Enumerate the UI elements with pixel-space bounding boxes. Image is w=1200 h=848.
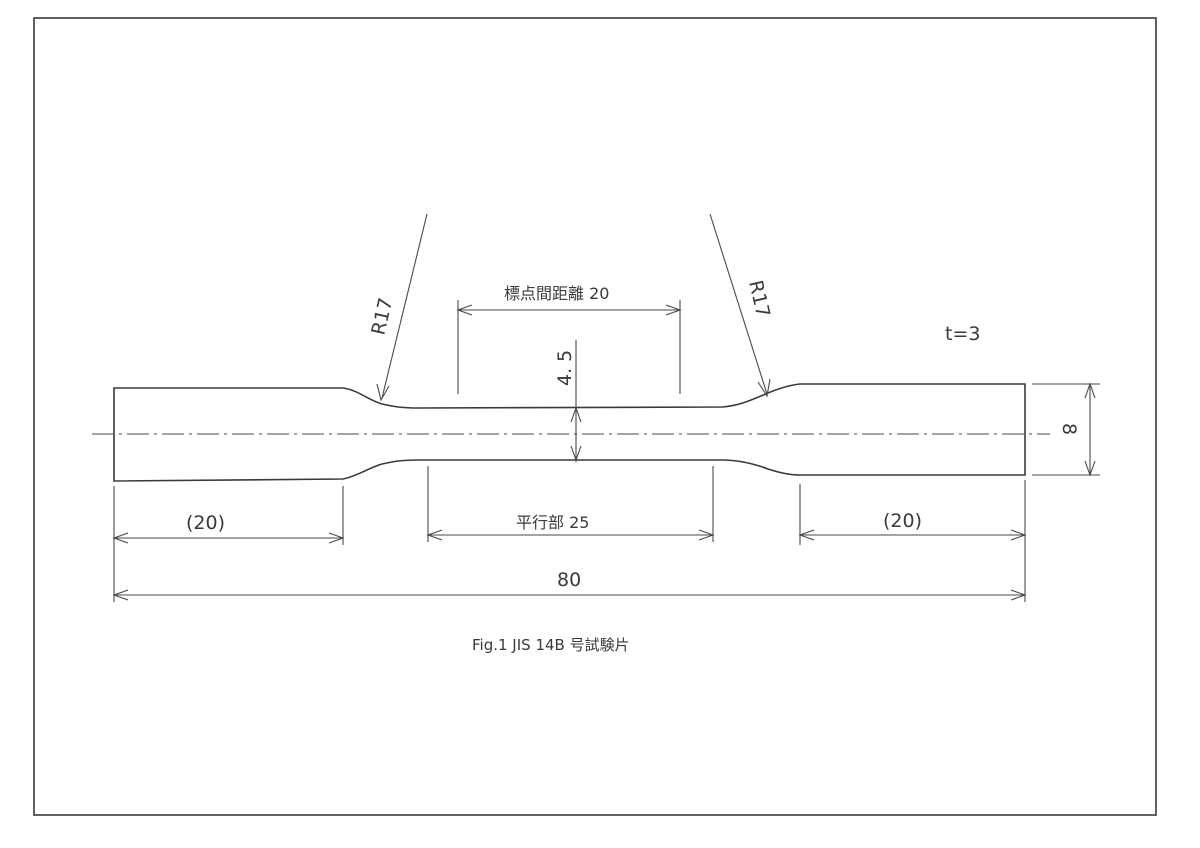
parallel-length-label: 平行部 25 [516, 513, 589, 532]
radius-left-leader [381, 213, 428, 399]
overall-arrow-left [112, 589, 129, 601]
gauge-arrow-right [665, 304, 682, 316]
width-grip-arrow-bottom [1084, 460, 1096, 477]
parallel-arrow-right [698, 529, 715, 541]
gauge-length-label: 標点間距離 20 [504, 284, 609, 303]
thickness-label: t=3 [945, 323, 980, 345]
radius-right-leader [709, 213, 768, 395]
width-narrow-label: 4. 5 [554, 350, 576, 386]
drawing-frame [33, 17, 1157, 816]
width-narrow-arrow-bottom [570, 445, 582, 462]
specimen-outline [113, 383, 1026, 482]
grip-left-arrow-right [328, 532, 345, 544]
grip-right-arrow-left [798, 529, 815, 541]
radius-right-arrowhead [757, 378, 771, 398]
gauge-arrow-left [456, 304, 473, 316]
grip-left-label: (20) [186, 512, 225, 534]
width-narrow-arrow-top [570, 406, 582, 423]
parallel-arrow-left [426, 529, 443, 541]
figure-caption: Fig.1 JIS 14B 号試験片 [472, 636, 630, 654]
radius-left-label: R17 [367, 296, 397, 337]
overall-length-label: 80 [557, 569, 581, 591]
width-grip-label: 8 [1058, 423, 1080, 435]
grip-right-label: (20) [883, 510, 922, 532]
overall-arrow-right [1010, 589, 1027, 601]
radius-right-label: R17 [744, 278, 774, 319]
radius-left-arrowhead [376, 383, 390, 402]
width-grip-arrow-top [1084, 382, 1096, 399]
